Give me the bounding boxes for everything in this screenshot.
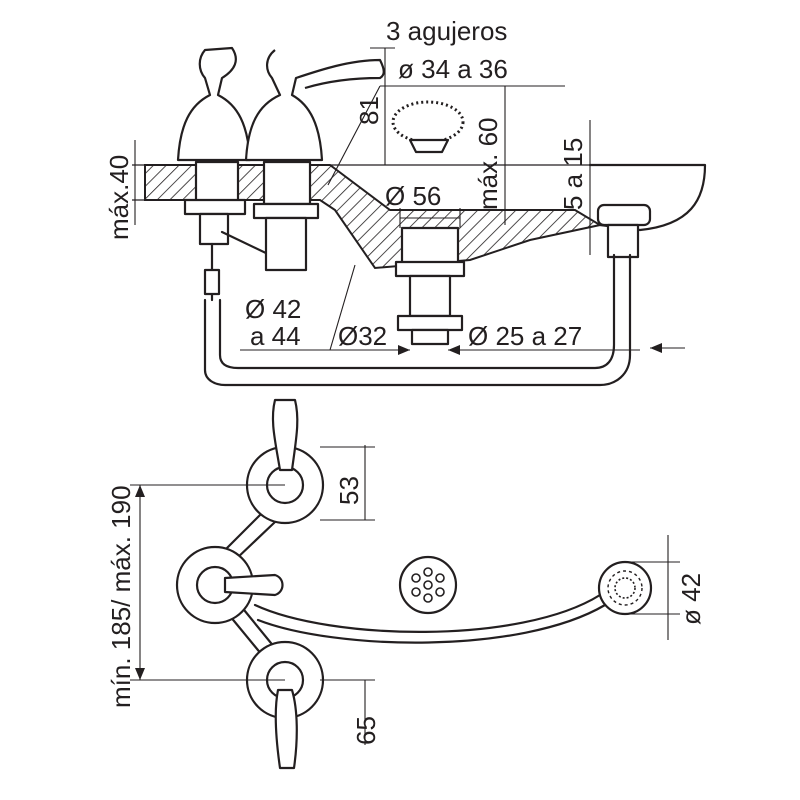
right-valve	[244, 49, 385, 272]
top-valve-plan	[245, 398, 325, 525]
dia-25-27-label: Ø 25 a 27	[468, 321, 582, 351]
dim-53-label: 53	[334, 476, 364, 505]
overflow-fitting	[596, 203, 652, 259]
holes-diameter-label: ø 34 a 36	[398, 54, 508, 84]
dim-max-60-label: máx. 60	[473, 118, 503, 211]
dim-5-15-label: 5 a 15	[558, 138, 588, 210]
middle-valve-plan	[175, 545, 284, 625]
plan-connection-pipe	[253, 593, 602, 633]
overflow-plan	[597, 560, 653, 616]
elevation-view: 81 máx. 60 5 a 15 máx.40	[104, 46, 707, 387]
holes-title-label: 3 agujeros	[386, 16, 507, 46]
bottom-valve-plan	[245, 640, 325, 770]
dim-max-40-label: máx.40	[104, 155, 134, 240]
dim-81-label: 81	[354, 96, 384, 125]
basin-bowl	[588, 163, 707, 232]
chain-plug	[391, 100, 465, 154]
dia-42-label: Ø 42	[245, 294, 301, 324]
dim-65-label: 65	[351, 716, 381, 745]
dia-42-44-label: a 44	[250, 321, 301, 351]
drain-plan	[398, 555, 458, 615]
left-valve	[176, 46, 272, 302]
dim-42-plan-label: ø 42	[676, 573, 706, 625]
dim-185-190-label: mín. 185/ máx. 190	[106, 485, 136, 708]
connection-pipe	[203, 253, 632, 387]
dia-32-label: Ø32	[338, 321, 387, 351]
drain-assembly	[394, 226, 466, 346]
plan-view: mín. 185/ máx. 190 53 65 ø 42	[106, 398, 706, 770]
dia-56-label: Ø 56	[385, 181, 441, 211]
